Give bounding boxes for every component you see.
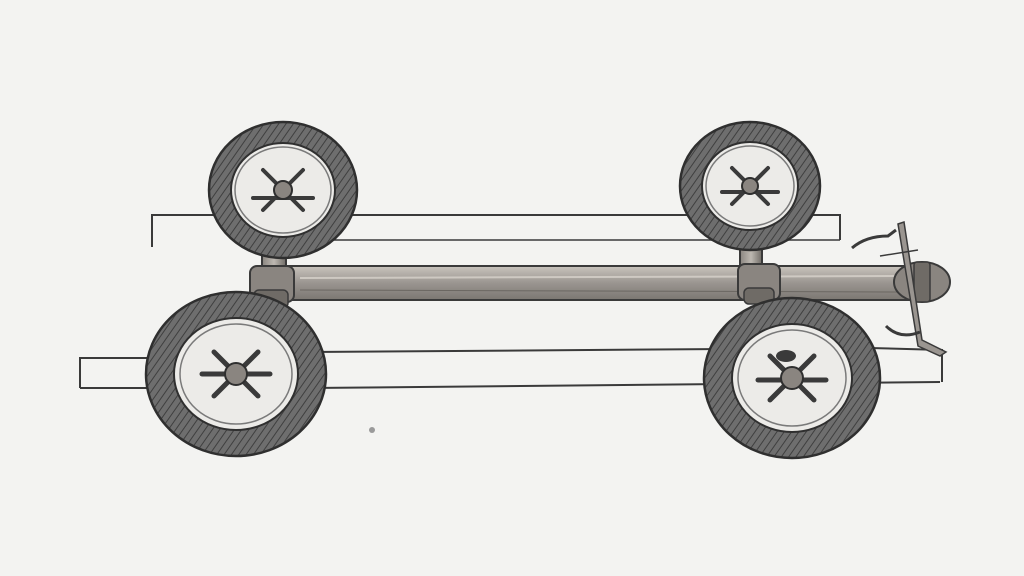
tow-hook-assembly xyxy=(851,221,951,357)
front-left-wheel xyxy=(144,290,328,458)
rear-right-wheel xyxy=(678,120,822,252)
rear-left-wheel xyxy=(207,120,359,260)
ink-dot xyxy=(369,427,375,433)
main-drive-shaft xyxy=(277,265,919,301)
front-right-wheel xyxy=(702,296,882,460)
